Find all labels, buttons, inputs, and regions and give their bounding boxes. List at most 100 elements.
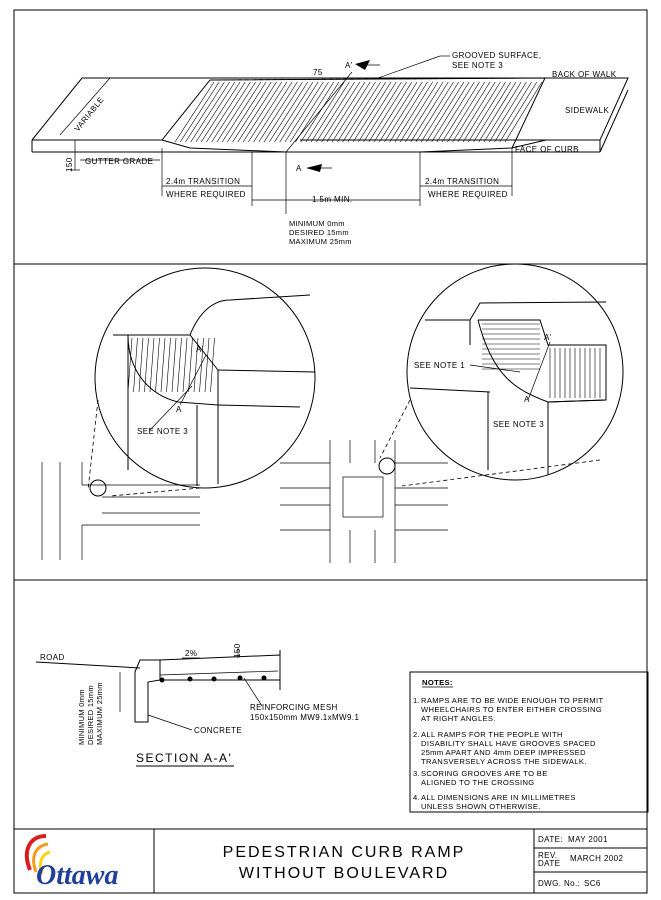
groove-line (342, 81, 381, 143)
groove-line (379, 81, 418, 143)
note-3-line-2: ALIGNED TO THE CROSSING (421, 778, 535, 787)
back-of-walk-label: BACK OF WALK (552, 70, 617, 79)
notes-heading: NOTES: (422, 678, 453, 687)
detail-right-see-note-3: SEE NOTE 3 (493, 420, 544, 429)
rev-value: MARCH 2002 (570, 854, 624, 863)
notes-box: NOTES: 1. RAMPS ARE TO BE WIDE ENOUGH TO… (409, 671, 649, 813)
groove-line (415, 81, 454, 143)
section-title: SECTION A-A' (136, 751, 232, 765)
groove-line (193, 337, 199, 393)
groove-line (358, 81, 397, 143)
groove-line (179, 81, 220, 143)
groove-line (269, 81, 308, 143)
sidewalk-label: SIDEWALK (565, 106, 610, 115)
groove-line (199, 337, 204, 393)
groove-line (436, 81, 475, 143)
section-label-a-prime: A' (345, 61, 353, 70)
groove-line (473, 81, 512, 143)
section-lip-desired: DESIRED 15mm (86, 685, 95, 745)
transition-right-2: WHERE REQUIRED (428, 190, 508, 199)
groove-line (289, 81, 329, 143)
note-1-line-3: AT RIGHT ANGLES. (421, 714, 496, 723)
date-value: MAY 2001 (568, 835, 608, 844)
ottawa-logo: Ottawa (24, 834, 118, 891)
sheet-border (13, 9, 648, 894)
road-label: ROAD (40, 653, 65, 662)
groove-line (279, 81, 319, 143)
groove-line (300, 81, 340, 143)
groove-line (478, 81, 517, 143)
dim-150-plan: 150 (65, 157, 74, 172)
face-of-curb-label: FACE OF CURB (515, 145, 579, 154)
drawing-title-2: WITHOUT BOULEVARD (239, 865, 449, 882)
groove-line (441, 81, 480, 143)
grooved-ramp-surface (174, 81, 543, 143)
detail-view-left: SEE NOTE 3 A' A (41, 267, 316, 560)
min-width-label: 1.5m MIN. (312, 195, 353, 204)
note-2-line-4: TRANSVERSELY ACROSS THE SIDEWALK. (421, 757, 587, 766)
transition-left-1: 2.4m TRANSITION (166, 177, 240, 186)
groove-line (166, 337, 171, 393)
groove-line (368, 81, 407, 143)
groove-line (221, 81, 262, 143)
groove-line (258, 81, 298, 143)
plan-view: GROOVED SURFACE, SEE NOTE 3 BACK OF WALK… (31, 51, 629, 246)
slope-label: 2% (185, 649, 197, 658)
dim-75: 75 (313, 68, 323, 77)
note-4-line-1: ALL DIMENSIONS ARE IN MILLIMETRES (421, 793, 576, 802)
note-4-line-2: UNLESS SHOWN OTHERWISE. (421, 802, 541, 811)
detail-left-a: A (176, 405, 182, 414)
groove-line (399, 81, 439, 143)
groove-line (483, 81, 522, 143)
groove-line (394, 81, 433, 143)
groove-line (457, 81, 496, 143)
groove-line (452, 81, 491, 143)
dwg-label: DWG. No.: (538, 879, 580, 888)
drawing-title-1: PEDESTRIAN CURB RAMP (223, 844, 466, 861)
groove-line (263, 81, 303, 143)
groove-line (216, 81, 256, 143)
groove-line (499, 81, 538, 143)
groove-line (171, 337, 177, 393)
groove-line (174, 81, 215, 143)
detail-right-a-prime: A' (544, 333, 552, 342)
groove-line (284, 81, 324, 143)
title-block: Ottawa PEDESTRIAN CURB RAMP WITHOUT BOUL… (24, 829, 647, 893)
groove-line (305, 81, 345, 143)
groove-line (384, 81, 423, 143)
note-2-line-2: DISABILITY SHALL HAVE GROOVES SPACED (421, 739, 596, 748)
groove-line (190, 81, 230, 143)
note-4-num: 4. (413, 793, 420, 802)
detail-right-a: A (524, 395, 530, 404)
lip-depth-max: MAXIMUM 25mm (289, 237, 352, 246)
groove-line (188, 337, 193, 393)
reinforcing-mesh-label: REINFORCING MESH (250, 703, 338, 712)
groove-line (363, 81, 402, 143)
lip-depth-min: MINIMUM 0mm (289, 219, 345, 228)
note-1-line-1: RAMPS ARE TO BE WIDE ENOUGH TO PERMIT (421, 696, 603, 705)
section-view: ROAD 2% 150 MINIMUM 0mm DESIRED 15mm MAX… (35, 643, 359, 767)
groove-line (431, 81, 470, 143)
groove-line (373, 81, 413, 143)
note-1-line-2: WHEELCHAIRS TO ENTER EITHER CROSSING (421, 705, 602, 714)
note-3-num: 3. (413, 769, 420, 778)
groove-line (206, 81, 246, 143)
groove-line (326, 81, 366, 143)
groove-line (389, 81, 428, 143)
groove-line (337, 81, 376, 143)
groove-line (295, 81, 334, 143)
groove-line (149, 337, 155, 393)
groove-line (420, 81, 459, 143)
groove-line (248, 81, 288, 143)
note-2-line-3: 25mm APART AND 4mm DEEP IMPRESSED (421, 748, 586, 757)
transition-right-1: 2.4m TRANSITION (425, 177, 499, 186)
groove-line (200, 81, 241, 143)
groove-line (232, 81, 272, 143)
gutter-grade-label: GUTTER GRADE (85, 157, 153, 166)
groove-line (274, 81, 314, 143)
groove-line (177, 337, 182, 393)
groove-line (160, 337, 166, 393)
groove-line (447, 81, 485, 143)
detail-left-a-prime: A' (196, 345, 204, 354)
